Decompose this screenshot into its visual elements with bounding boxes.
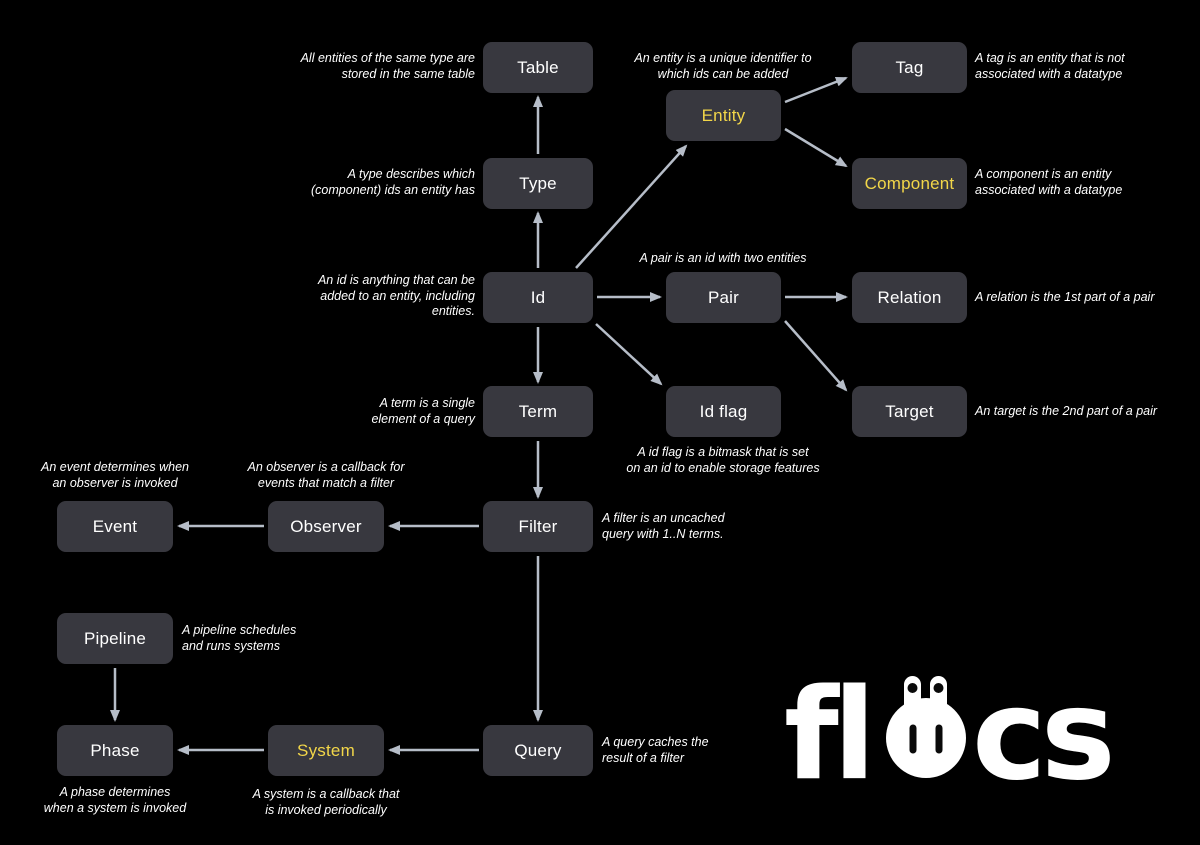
node-pair-label: Pair <box>707 287 740 307</box>
note-observer: An observer is a callback for events tha… <box>247 460 405 490</box>
note-component: A component is an entity associated with… <box>975 167 1123 197</box>
arrow-entity-to-tag <box>784 76 848 104</box>
node-tag-label: Tag <box>895 57 924 77</box>
node-type-label: Type <box>519 173 557 193</box>
arrow-pair-to-target <box>784 320 848 392</box>
arrow-entity-to-component <box>784 127 848 168</box>
creature-head-icon <box>886 698 966 778</box>
node-query-label: Query <box>514 740 562 760</box>
node-pipeline: Pipeline <box>57 613 173 664</box>
node-observer: Observer <box>268 501 384 552</box>
node-entity-label: Entity <box>701 105 746 125</box>
note-term: A term is a single element of a query <box>371 396 475 426</box>
node-term-label: Term <box>518 401 558 421</box>
note-target: An target is the 2nd part of a pair <box>975 404 1158 418</box>
node-tag: Tag <box>852 42 967 93</box>
node-id-flag: Id flag <box>666 386 781 437</box>
flecs-logo: fl cs <box>784 661 1117 790</box>
node-table: Table <box>483 42 593 93</box>
arrow-id-to-entity <box>575 144 688 269</box>
note-event: An event determines when an observer is … <box>40 460 189 490</box>
logo-text-cs: cs <box>972 661 1111 790</box>
note-query: A query caches the result of a filter <box>602 735 709 765</box>
node-component-label: Component <box>864 173 955 193</box>
note-id-flag: A id flag is a bitmask that is set on an… <box>626 445 820 475</box>
node-id-flag-label: Id flag <box>699 401 748 421</box>
node-term: Term <box>483 386 593 437</box>
node-event-label: Event <box>92 516 138 536</box>
node-phase: Phase <box>57 725 173 776</box>
logo-creature-e-icon <box>886 676 966 778</box>
node-system-label: System <box>297 740 355 760</box>
node-table-label: Table <box>517 57 559 77</box>
note-entity: An entity is a unique identifier to whic… <box>634 51 812 81</box>
note-system: A system is a callback that is invoked p… <box>252 787 400 817</box>
node-event: Event <box>57 501 173 552</box>
note-tag: A tag is an entity that is not associate… <box>975 51 1125 81</box>
node-relation: Relation <box>852 272 967 323</box>
node-type: Type <box>483 158 593 209</box>
node-component: Component <box>852 158 967 209</box>
node-query: Query <box>483 725 593 776</box>
node-relation-label: Relation <box>877 287 942 307</box>
note-table: All entities of the same type are stored… <box>300 51 475 81</box>
note-pair: A pair is an id with two entities <box>639 251 807 265</box>
node-observer-label: Observer <box>290 516 362 536</box>
node-target-label: Target <box>885 401 934 421</box>
node-id: Id <box>483 272 593 323</box>
node-filter: Filter <box>483 501 593 552</box>
node-pipeline-label: Pipeline <box>83 628 147 648</box>
note-type: A type describes which (component) ids a… <box>311 167 475 197</box>
node-id-label: Id <box>530 287 546 307</box>
node-entity: Entity <box>666 90 781 141</box>
note-pipeline: A pipeline schedules and runs systems <box>182 623 297 653</box>
creature-left-pupil-icon <box>907 683 918 693</box>
note-phase: A phase determines when a system is invo… <box>43 785 187 815</box>
node-filter-label: Filter <box>518 516 558 536</box>
node-target: Target <box>852 386 967 437</box>
note-filter: A filter is an uncached query with 1..N … <box>602 511 725 541</box>
logo-text-fl: fl <box>784 661 870 790</box>
node-system: System <box>268 725 384 776</box>
creature-right-pupil-icon <box>933 683 944 693</box>
note-relation: A relation is the 1st part of a pair <box>975 290 1155 304</box>
node-pair: Pair <box>666 272 781 323</box>
note-id: An id is anything that can be added to a… <box>317 273 475 318</box>
arrow-id-to-id-flag <box>595 323 663 386</box>
node-phase-label: Phase <box>90 740 140 760</box>
